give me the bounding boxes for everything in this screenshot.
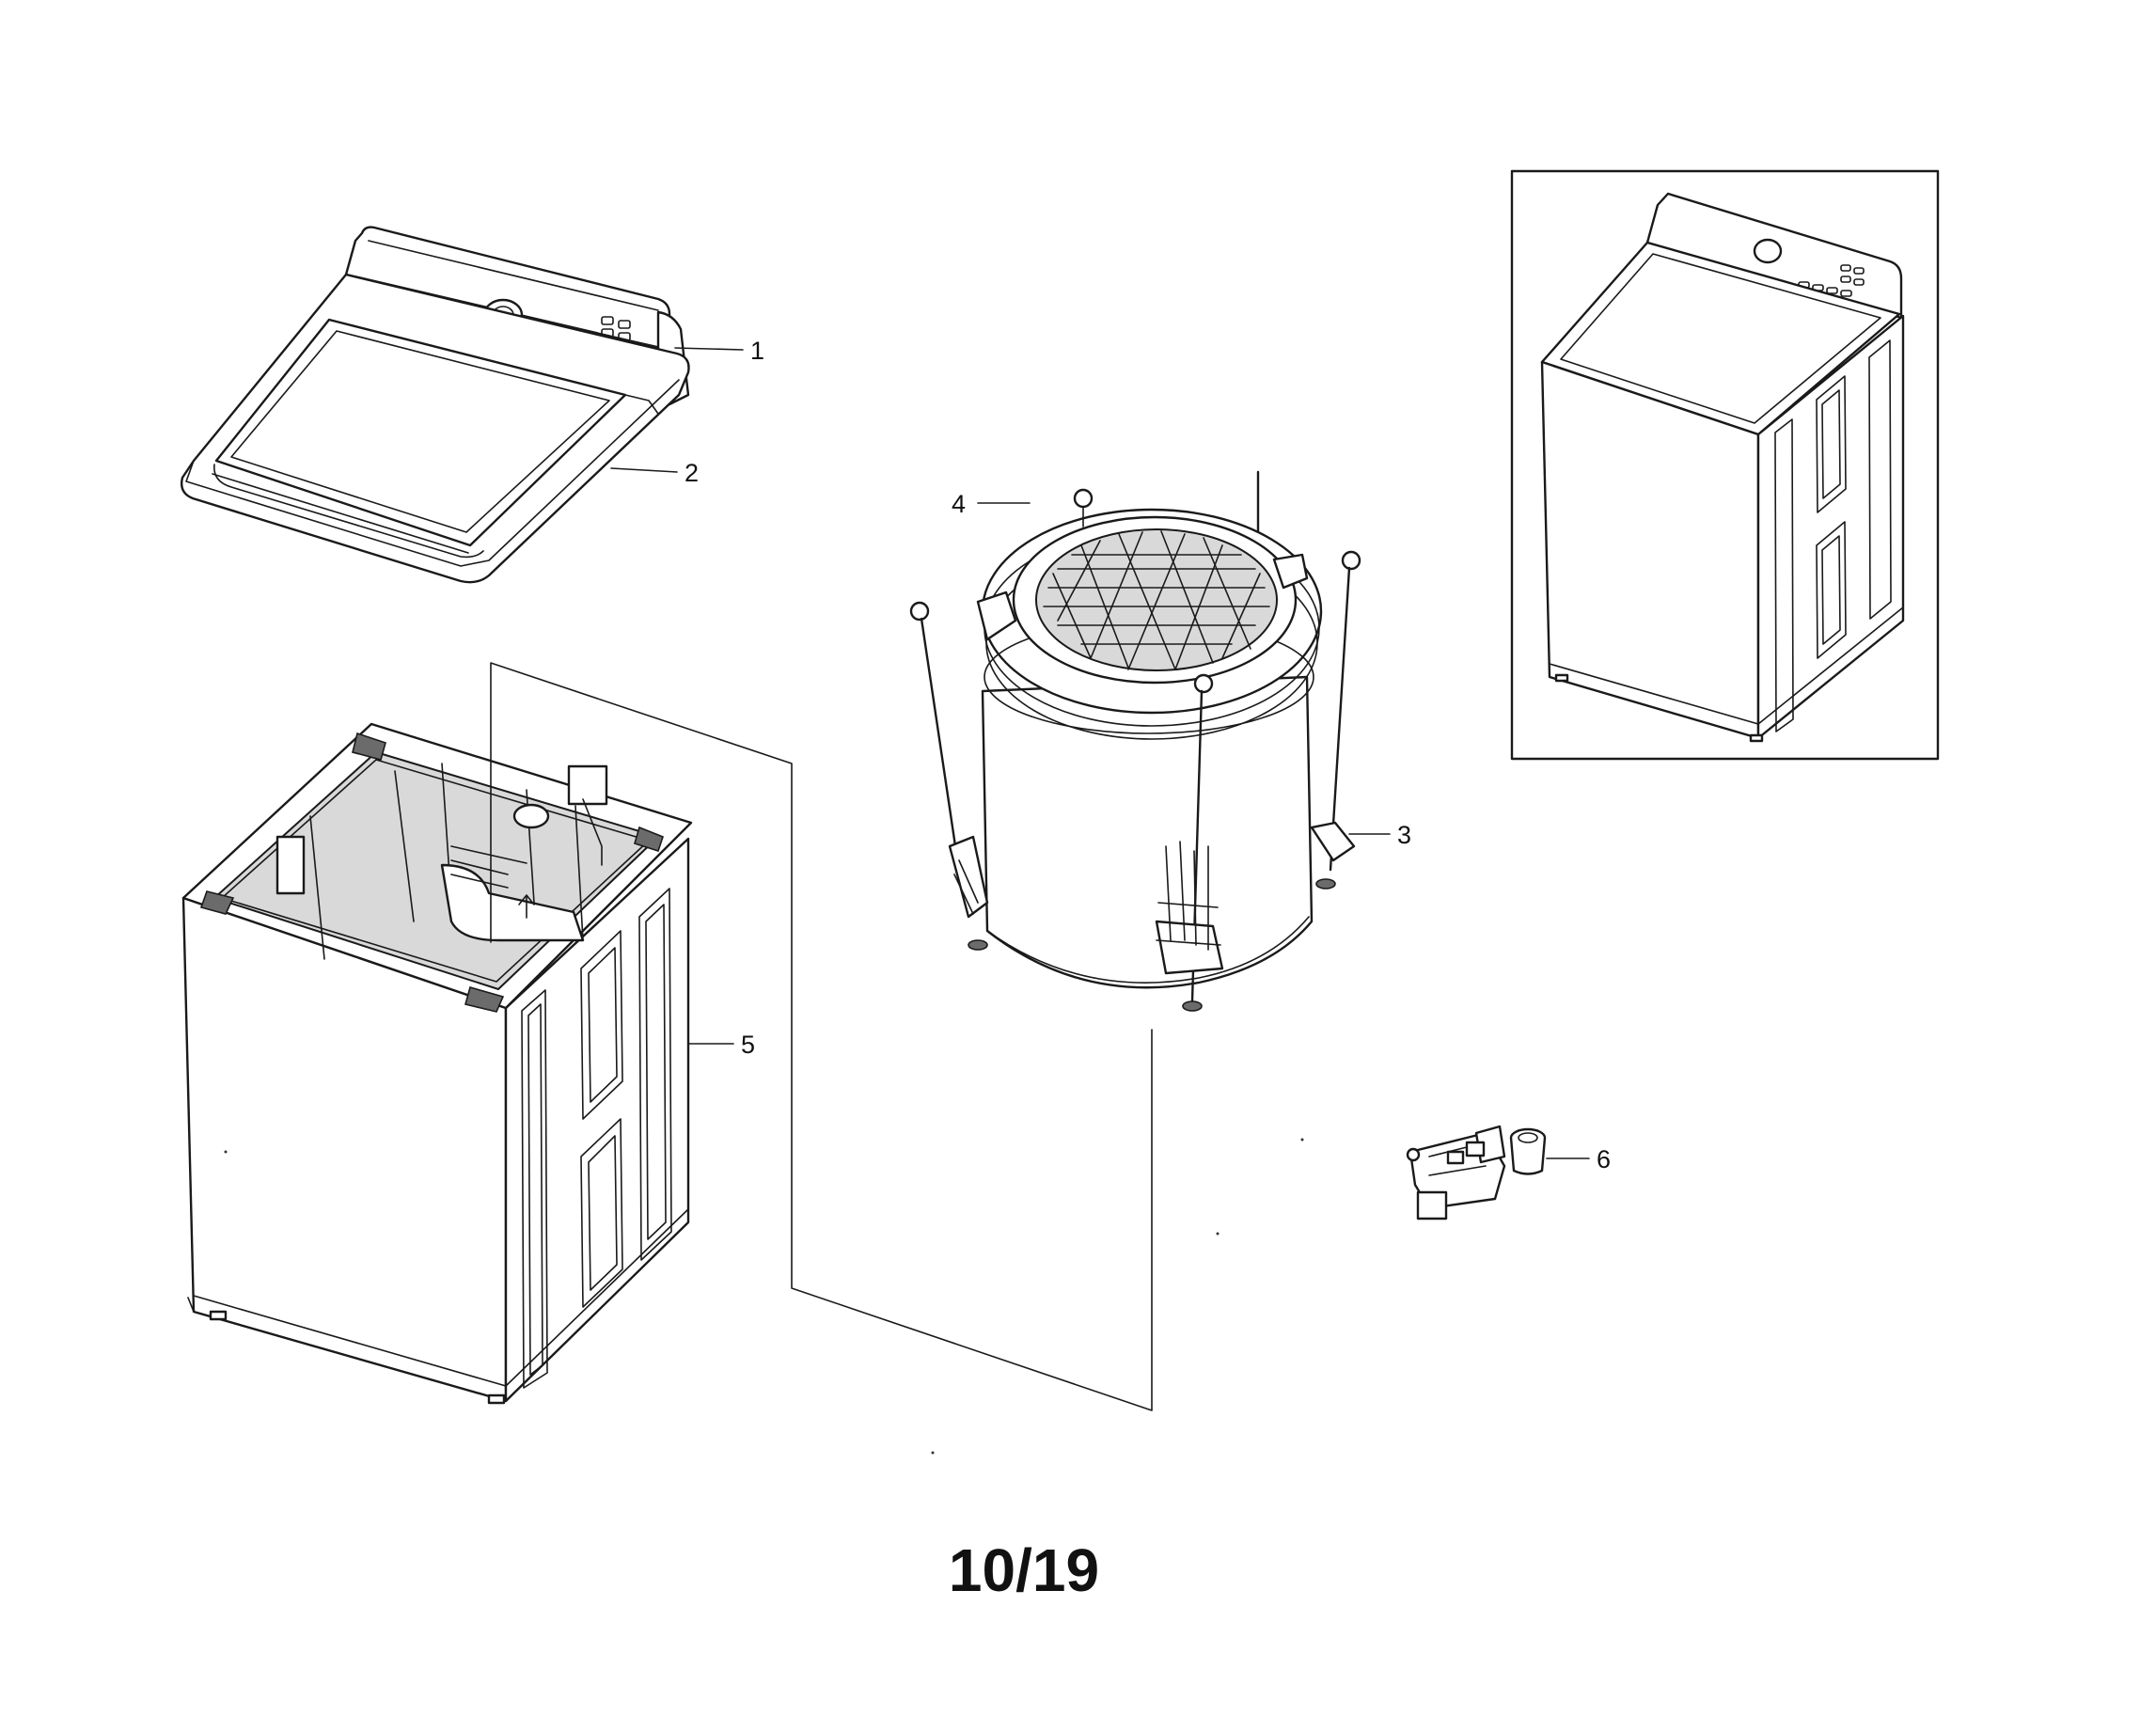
assembled-washer-inset — [1510, 169, 1940, 761]
callout-5: 5 — [741, 1031, 755, 1059]
top-cover-assembly — [180, 226, 690, 584]
tub-assembly — [909, 470, 1361, 1012]
page-number: 10/19 — [949, 1536, 1099, 1604]
cabinet — [181, 722, 693, 1405]
callout-4: 4 — [952, 490, 966, 518]
callout-3: 3 — [1397, 821, 1411, 849]
callout-6: 6 — [1597, 1145, 1611, 1173]
part-6-valve — [1406, 1125, 1547, 1220]
leader-line-2 — [610, 467, 678, 473]
assembly-guide-lines — [490, 662, 1153, 1411]
leader-line-1 — [674, 347, 744, 351]
inset-frame — [1510, 169, 1940, 761]
callout-2: 2 — [685, 459, 699, 487]
callout-1: 1 — [750, 337, 764, 365]
